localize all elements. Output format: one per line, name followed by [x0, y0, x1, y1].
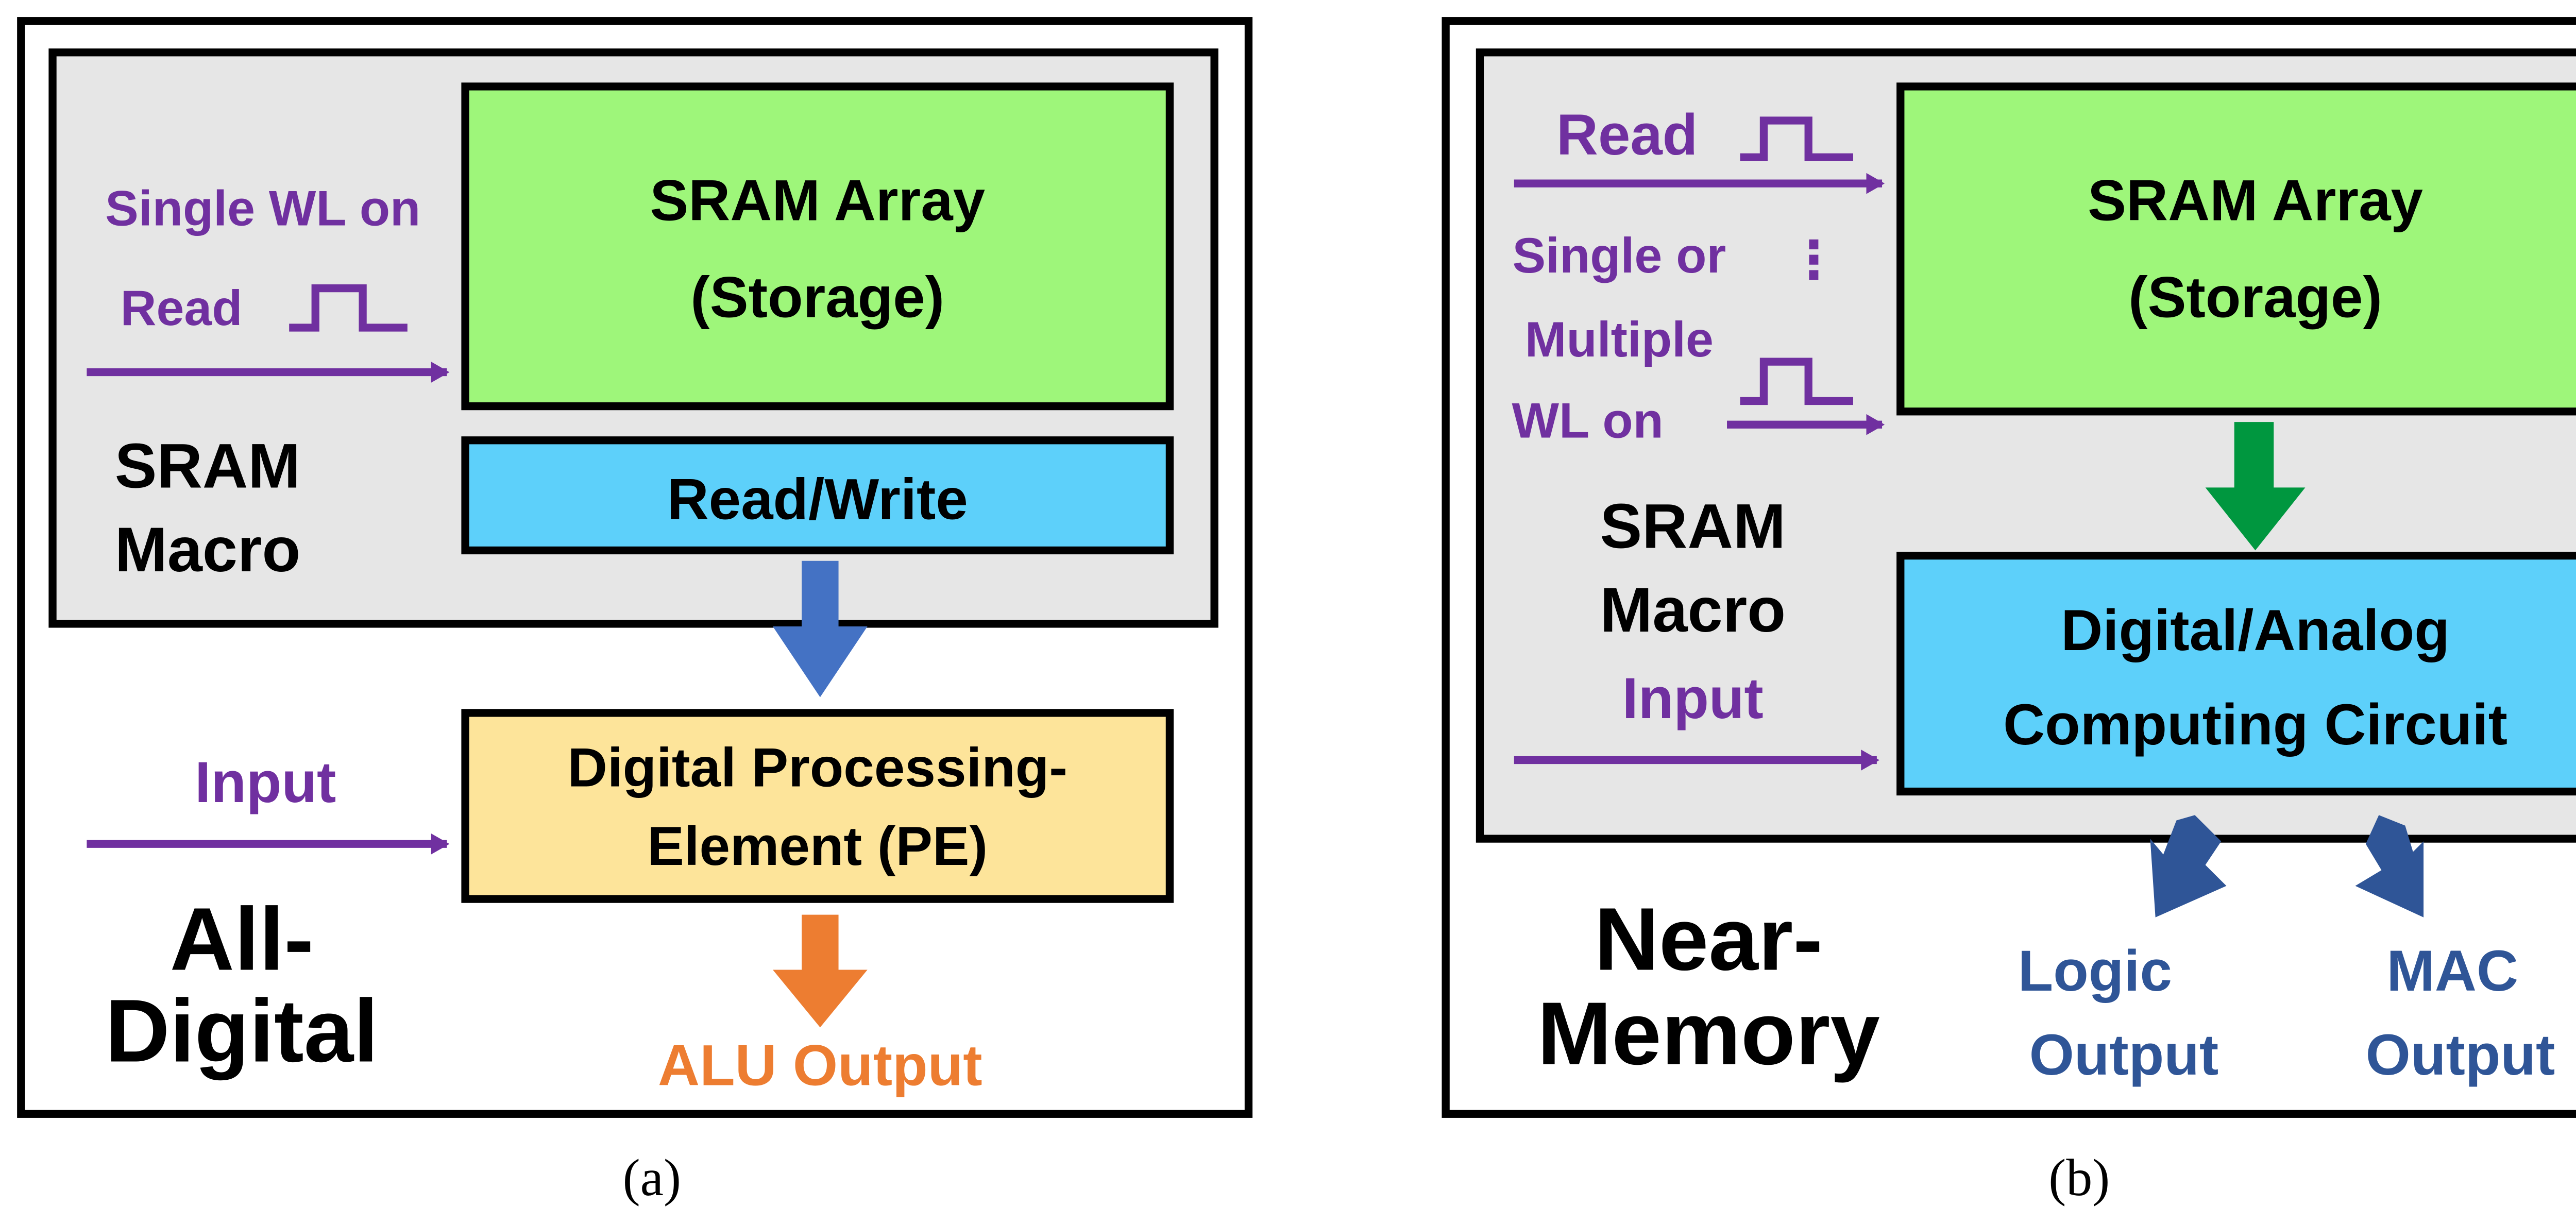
- panel-a-all-digital: SRAM Array (Storage) Read/Write Single W…: [17, 17, 1253, 1207]
- panel-a-pulse-icon: [289, 284, 408, 332]
- panel-a-input-label: Input: [195, 750, 336, 814]
- panel-b-mac-output-arrow: [2355, 815, 2424, 917]
- panel-b-caption: (b): [2048, 1149, 2110, 1207]
- panel-a-readwrite-label: Read/Write: [667, 467, 968, 532]
- panel-a-wl-label-line1: Single WL on: [105, 180, 420, 236]
- panel-a-macro-label-line2: Macro: [115, 514, 301, 585]
- panel-b-category-line2: Memory: [1537, 983, 1880, 1083]
- panel-b-circuit-line2: Computing Circuit: [2003, 692, 2507, 757]
- panel-b-macro-label-line2: Macro: [1600, 574, 1786, 645]
- panel-b-array-line1: SRAM Array: [2088, 168, 2423, 233]
- panel-b-computing-circuit: [1896, 551, 2576, 796]
- panel-a-array-line1: SRAM Array: [650, 168, 985, 233]
- panel-a-alu-output: ALU Output: [658, 1033, 982, 1097]
- panel-b-pulse-icon-2: [1740, 358, 1853, 405]
- panel-a-sram-array: [461, 82, 1174, 411]
- panel-b-wl-label-line2: Multiple: [1525, 311, 1714, 367]
- panel-b-input-label: Input: [1622, 666, 1764, 730]
- panel-b-green-flow-arrow: [2205, 422, 2306, 551]
- panel-b-sram-array: [1896, 82, 2576, 416]
- panel-b-wl-label-line3: WL on: [1512, 393, 1663, 449]
- panel-b-read-label: Read: [1556, 103, 1698, 167]
- panel-b-macro-label-line1: SRAM: [1600, 491, 1786, 562]
- panel-b-mac-output-line1: MAC: [2386, 939, 2518, 1003]
- panel-a-readwrite-box: [461, 436, 1174, 555]
- panel-b-logic-output-arrow: [2150, 815, 2227, 917]
- panel-a-blue-flow-arrow: [773, 560, 868, 698]
- panel-a-pe-line1: Digital Processing-: [568, 736, 1067, 798]
- panel-a-pe-line2: Element (PE): [647, 815, 988, 877]
- panel-b-pulse-icon-1: [1740, 116, 1853, 161]
- panel-b-array-line2: (Storage): [2128, 265, 2382, 330]
- panel-a-orange-flow-arrow: [773, 914, 868, 1028]
- panel-b-ellipsis: ⋮: [1787, 230, 1840, 289]
- panel-b-logic-output-line2: Output: [2029, 1023, 2219, 1087]
- panel-a-macro-label-line1: SRAM: [115, 430, 301, 501]
- panel-a-pe-box: [461, 709, 1174, 903]
- panel-b-mac-output-line2: Output: [2366, 1023, 2555, 1087]
- panel-b-logic-output-line1: Logic: [2018, 939, 2172, 1003]
- panel-a-category-line2: Digital: [105, 981, 378, 1081]
- panel-b-near-memory: SRAM Array (Storage) Read Single or ⋮ Mu…: [1442, 17, 2576, 1207]
- panel-b-wl-label-line1: Single or: [1512, 227, 1726, 283]
- panel-a-caption: (a): [623, 1149, 681, 1207]
- panel-a-wl-label-line2: Read: [121, 280, 243, 336]
- panel-b-circuit-line1: Digital/Analog: [2061, 598, 2449, 662]
- panel-a-array-line2: (Storage): [690, 265, 944, 330]
- panel-b-category-line1: Near-: [1595, 889, 1823, 989]
- panel-a-category-line1: All-: [170, 889, 314, 989]
